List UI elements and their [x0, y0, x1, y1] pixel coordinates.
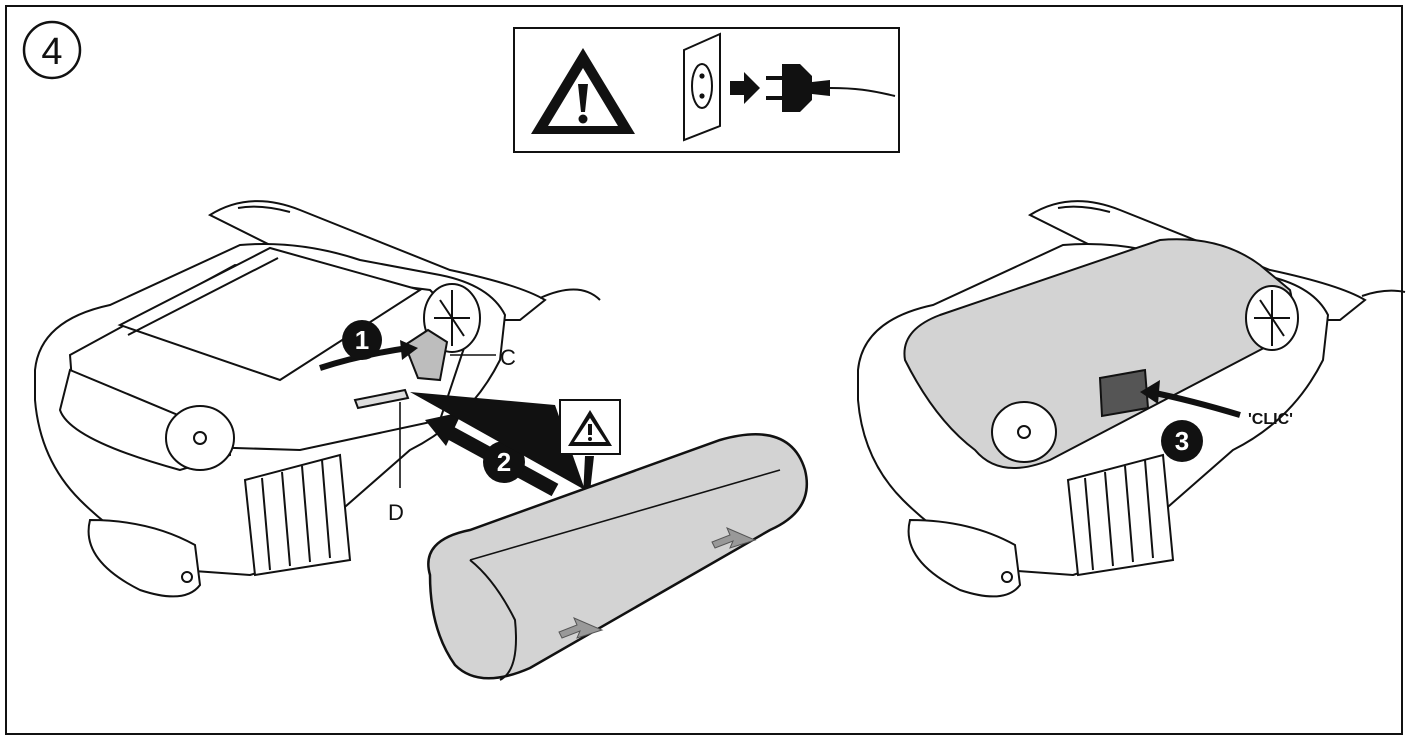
sander-open: [34, 200, 601, 598]
belt-direction-arrow: [711, 527, 757, 549]
label-c: C: [500, 345, 516, 370]
sanding-belt: [427, 433, 809, 681]
label-d: D: [388, 500, 404, 525]
step-number: 4: [41, 31, 62, 73]
callout-3-badge: 3: [1161, 420, 1203, 462]
figure-frame: [5, 5, 1403, 735]
unplug-warning-box: [513, 27, 900, 153]
callout-1-badge: 1: [342, 320, 382, 360]
warning-triangle-icon: [568, 410, 612, 446]
step-number-badge: 4: [22, 20, 82, 80]
arrow-right-icon: [730, 72, 760, 104]
power-plug-icon: [766, 64, 896, 112]
sander-belt-installed: [857, 200, 1406, 598]
callout-2-label: 2: [497, 447, 511, 477]
callout-2-badge: 2: [483, 441, 525, 483]
belt-direction-pointer: [410, 392, 585, 490]
belt-direction-arrow: [558, 617, 604, 639]
callout-3-label: 3: [1175, 426, 1189, 456]
callout-1-label: 1: [355, 325, 369, 355]
wall-socket-icon: [683, 32, 721, 142]
clic-label: 'CLIC': [1248, 411, 1293, 428]
belt-warning-sign: [559, 399, 621, 455]
warning-triangle-icon: [531, 48, 635, 134]
